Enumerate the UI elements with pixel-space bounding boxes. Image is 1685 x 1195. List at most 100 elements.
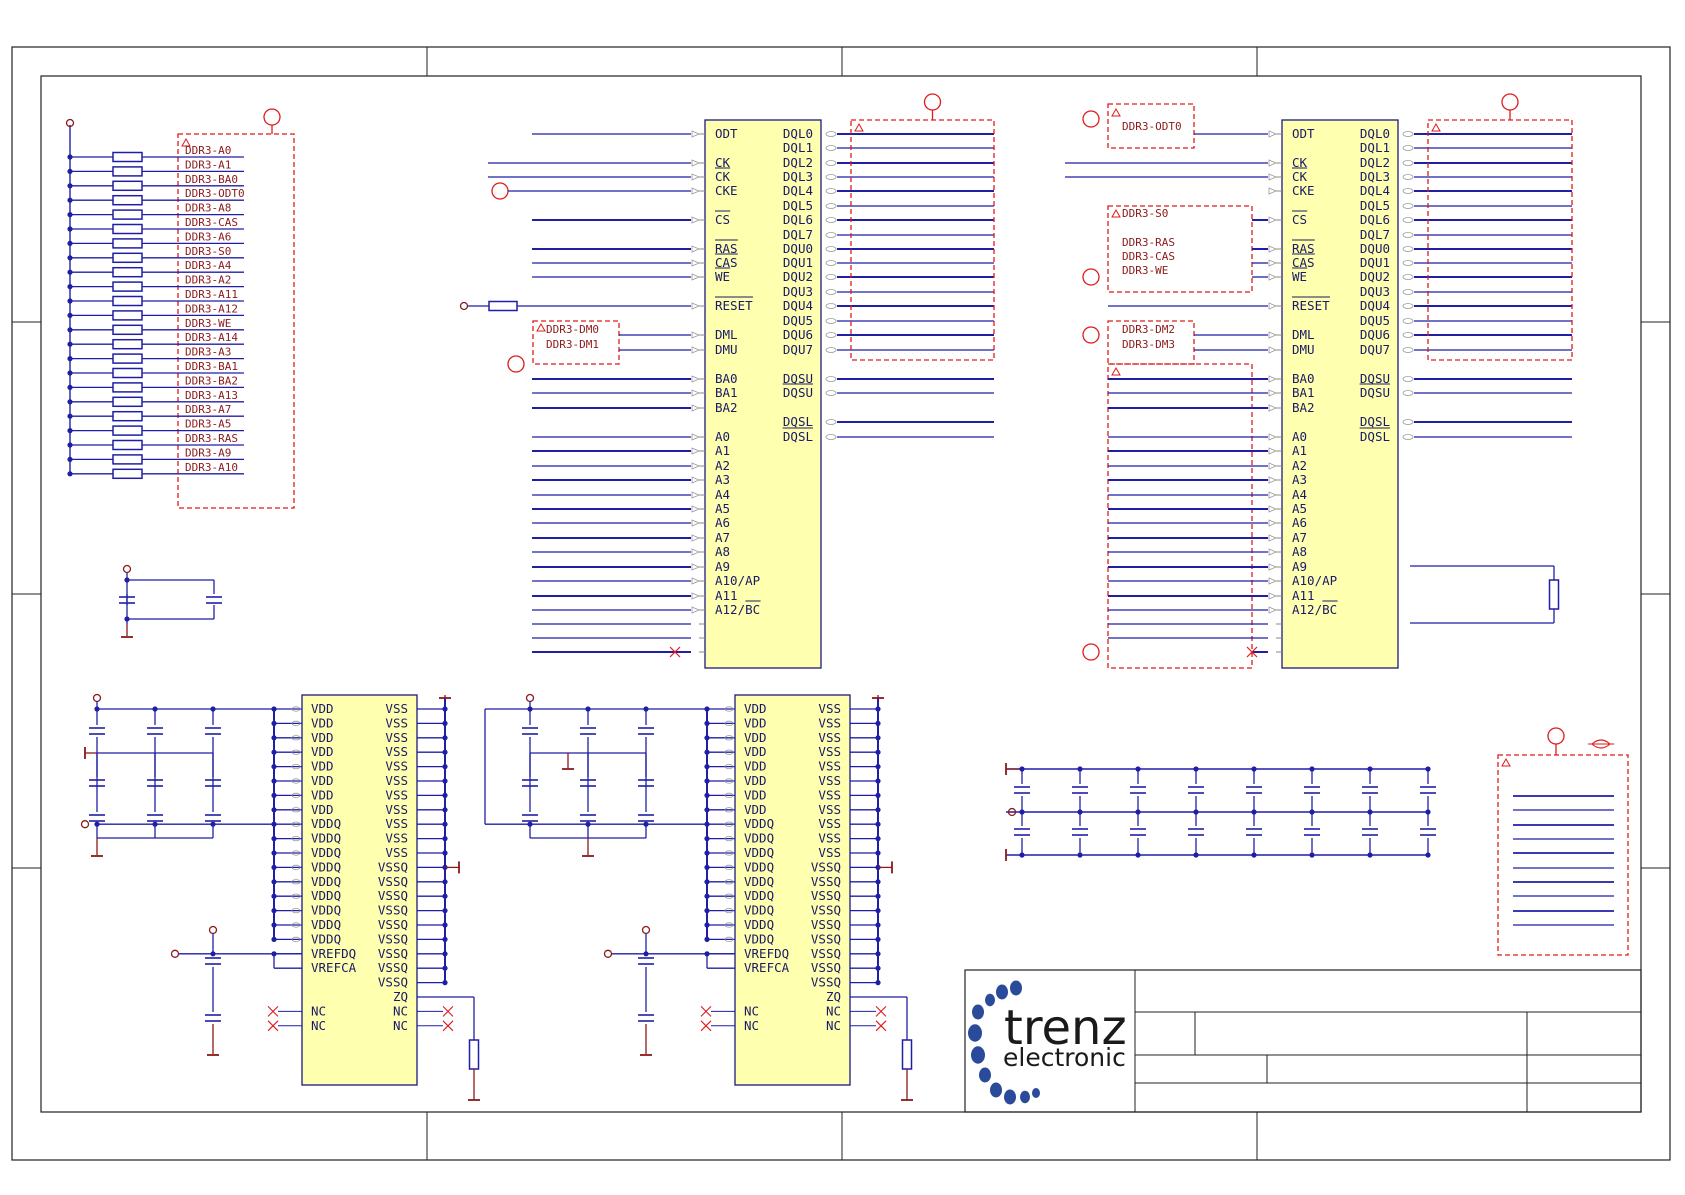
pin-arrow-icon xyxy=(1268,187,1278,195)
power-pin-vddq: VDDQ xyxy=(744,917,774,932)
pin-cas: CAS xyxy=(1292,255,1315,270)
junction-dot xyxy=(152,821,158,827)
logo-dot xyxy=(985,993,995,1007)
pin-arrow-icon xyxy=(691,519,701,527)
power-pin-vdd: VDD xyxy=(744,730,767,745)
bidir-pin-icon xyxy=(825,174,837,180)
power-pin-vss: VSS xyxy=(385,744,408,759)
vddq-port xyxy=(80,820,90,829)
title-block-frame xyxy=(964,969,1642,1113)
pin-a6: A6 xyxy=(715,515,730,530)
pin-arrow-icon xyxy=(691,187,701,195)
power-pin-vddq: VDDQ xyxy=(744,859,774,874)
decoupling-cap xyxy=(1362,786,1378,794)
decoupling-cap xyxy=(1014,828,1030,836)
termination-resistor xyxy=(112,439,143,451)
harness-arrow-icon xyxy=(1501,757,1511,767)
power-pin-vss: VSS xyxy=(818,730,841,745)
harness-link-icon xyxy=(1588,739,1614,749)
pin-arrow-icon xyxy=(1268,259,1278,267)
power-pin-vss: VSS xyxy=(385,715,408,730)
pin-a7: A7 xyxy=(715,530,730,545)
decoupling-cap xyxy=(147,727,163,735)
power-pin-vdd: VDD xyxy=(311,787,334,802)
power-pin-vrefdq: VREFDQ xyxy=(744,946,789,961)
bidir-pin-icon xyxy=(825,203,837,209)
pin-dqu3: DQU3 xyxy=(783,284,813,299)
logo-dots-icon xyxy=(968,980,1040,1105)
pin-a1: A1 xyxy=(715,443,730,458)
net-label-we: DDR3-WE xyxy=(1122,264,1168,277)
net-label-ddr3-a2: DDR3-A2 xyxy=(185,274,231,287)
pin-arrow-icon xyxy=(1268,592,1278,600)
pin-icon xyxy=(724,835,734,842)
odt-harness xyxy=(1107,103,1195,149)
pin-dql3: DQL3 xyxy=(1360,169,1390,184)
pin-arrow-icon xyxy=(1268,375,1278,383)
pin-dqu7: DQU7 xyxy=(1360,342,1390,357)
pin-icon xyxy=(724,907,734,914)
logo-dot xyxy=(1004,1089,1016,1105)
power-pin-vdd: VDD xyxy=(744,787,767,802)
power-pin-nc: NC xyxy=(311,1018,326,1033)
pin-a11: A11 xyxy=(1292,588,1315,603)
bidir-pin-icon xyxy=(825,303,837,309)
harness-arrow-icon xyxy=(1111,107,1121,117)
pin-arrow-icon xyxy=(1268,273,1278,281)
pin-icon xyxy=(724,763,734,770)
logo-dot xyxy=(971,1046,985,1064)
data-harness-port xyxy=(1501,93,1519,111)
pin-ba0: BA0 xyxy=(1292,371,1315,386)
pin-a2: A2 xyxy=(1292,458,1307,473)
ddr3-chip-u2-signals: ODTCKCKCKECSRASCASWERESETDMLDMUBA0BA1BA2… xyxy=(1065,93,1573,669)
power-pin-vddq: VDDQ xyxy=(311,831,341,846)
termination-resistor xyxy=(112,468,143,480)
bidir-pin-icon xyxy=(1402,188,1414,194)
pin-dql6: DQL6 xyxy=(783,212,813,227)
pin-ck: CK xyxy=(1292,155,1308,170)
power-pin-vddq: VDDQ xyxy=(311,888,341,903)
no-connect-icon xyxy=(267,1006,279,1017)
net-label-dm1: DDR3-DM1 xyxy=(546,338,599,351)
power-pin-vrefdq: VREFDQ xyxy=(311,946,356,961)
vref-source-port xyxy=(603,949,613,958)
pin-dqu6: DQU6 xyxy=(783,327,813,342)
decoupling-cap xyxy=(1072,786,1088,794)
decoupling-cap xyxy=(1188,786,1204,794)
net-label-ddr3-a3: DDR3-A3 xyxy=(185,346,231,359)
vref-cap xyxy=(205,957,221,965)
power-pin-vddq: VDDQ xyxy=(311,859,341,874)
pin-a5: A5 xyxy=(715,501,730,516)
bidir-pin-icon xyxy=(1402,232,1414,238)
pin-dqu4: DQU4 xyxy=(783,298,813,313)
termination-resistor xyxy=(112,338,143,350)
pin-icon xyxy=(724,879,734,885)
pin-a12-bc: A12/BC xyxy=(715,602,760,617)
logo-dot xyxy=(968,1024,982,1042)
power-pin-vss: VSS xyxy=(818,831,841,846)
harness-arrow-icon xyxy=(1111,208,1121,218)
decoupling-cap xyxy=(1304,786,1320,794)
pin-arrow-icon xyxy=(1268,563,1278,571)
pin-dql1: DQL1 xyxy=(783,140,813,155)
pin-dql7: DQL7 xyxy=(783,227,813,242)
power-pin-vss: VSS xyxy=(818,802,841,817)
pin-reset: RESET xyxy=(1292,298,1330,313)
power-pin-vssq: VSSQ xyxy=(811,960,841,975)
odt-port xyxy=(1082,110,1100,128)
power-pin-vdd: VDD xyxy=(311,773,334,788)
power-pin-vddq: VDDQ xyxy=(311,874,341,889)
pin-dqu0: DQU0 xyxy=(783,241,813,256)
bidir-pin-icon xyxy=(825,232,837,238)
junction-dot xyxy=(585,821,591,827)
net-label-dm2: DDR3-DM2 xyxy=(1122,323,1175,336)
pin-icon xyxy=(724,936,734,943)
bidir-pin-icon xyxy=(825,318,837,324)
decoupling-cap xyxy=(1014,786,1030,794)
junction-dot xyxy=(124,616,130,622)
power-pin-vssq: VSSQ xyxy=(811,888,841,903)
pin-ba2: BA2 xyxy=(715,400,738,415)
termination-resistor xyxy=(112,367,143,379)
ddr3-chip-u1-power: VDDVDDVDDVDDVDDVDDVDDVDDVDDQVDDQVDDQVDDQ… xyxy=(80,693,480,1101)
